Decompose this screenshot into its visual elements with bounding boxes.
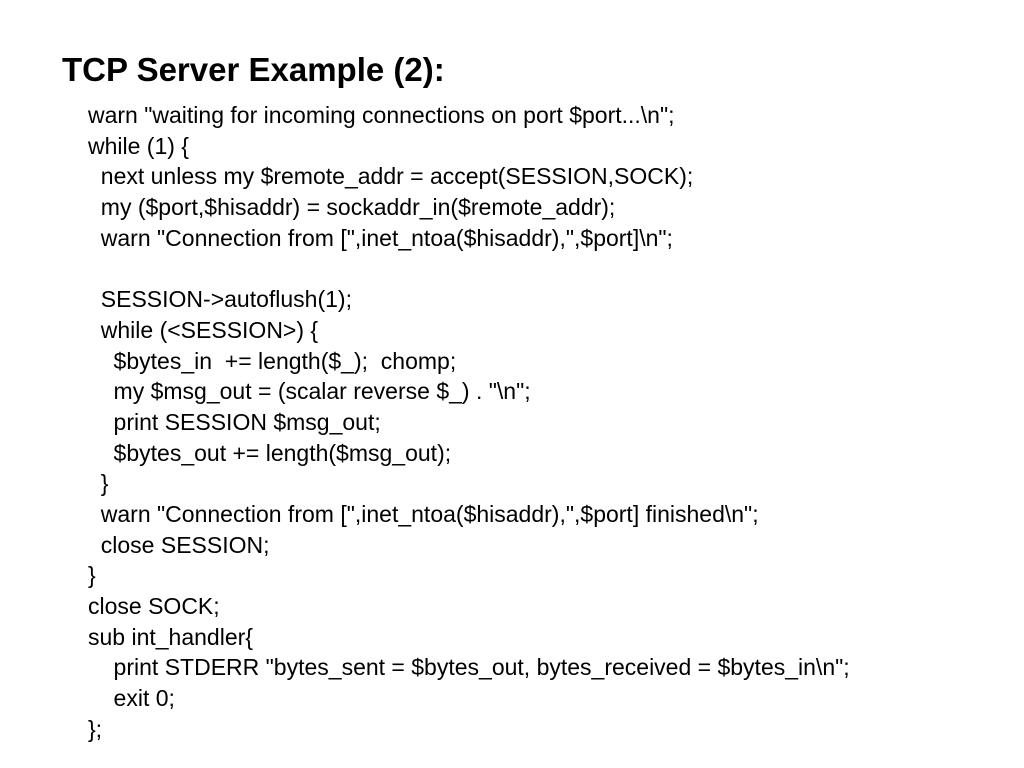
code-block: warn "waiting for incoming connections o… [88, 100, 850, 744]
code-line [88, 253, 850, 284]
code-line: print STDERR "bytes_sent = $bytes_out, b… [88, 654, 850, 681]
code-line: print SESSION $msg_out; [88, 408, 381, 435]
code-line: warn "waiting for incoming connections o… [88, 102, 675, 128]
code-line: warn "Connection from [",inet_ntoa($hisa… [88, 500, 759, 527]
code-line: exit 0; [88, 685, 175, 712]
code-line: next unless my $remote_addr = accept(SES… [88, 163, 694, 190]
code-line: my ($port,$hisaddr) = sockaddr_in($remot… [88, 194, 616, 221]
code-line: close SOCK; [88, 593, 220, 619]
code-line: }; [88, 715, 103, 742]
code-line: sub int_handler{ [88, 623, 253, 650]
code-line: } [88, 562, 96, 589]
code-line: while (1) { [88, 132, 189, 159]
code-line: warn "Connection from [",inet_ntoa($hisa… [88, 224, 673, 251]
code-line: while (<SESSION>) { [88, 316, 319, 343]
slide-title: TCP Server Example (2): [62, 51, 445, 88]
code-line: } [88, 470, 109, 497]
code-line: SESSION->autoflush(1); [88, 286, 352, 313]
code-line: my $msg_out = (scalar reverse $_) . "\n"… [88, 378, 531, 405]
code-line: $bytes_out += length($msg_out); [88, 439, 452, 466]
code-line: close SESSION; [88, 531, 270, 558]
code-line: $bytes_in += length($_); chomp; [88, 347, 457, 374]
